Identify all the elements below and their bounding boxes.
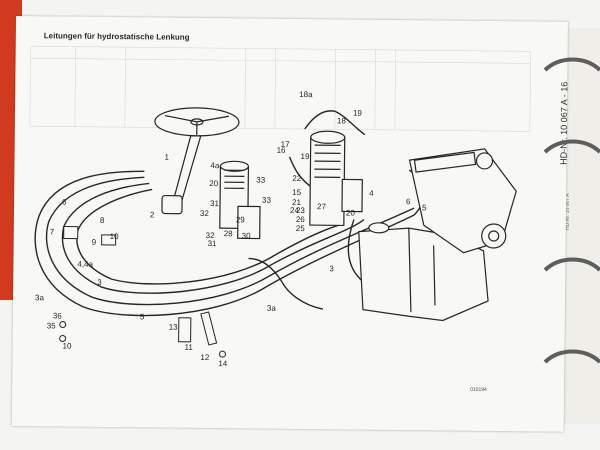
steering-cylinder <box>408 148 517 254</box>
binder-ring <box>543 139 600 154</box>
steering-column <box>154 107 240 215</box>
binder-ring <box>543 257 600 272</box>
binder-ring <box>543 57 600 72</box>
binder-ring <box>543 349 600 364</box>
hydraulic-diagram <box>29 45 531 358</box>
faint-table-grid <box>29 45 531 132</box>
pump-unit-left <box>219 160 261 240</box>
manual-page: Leitungen für hydrostatische Lenkung HD-… <box>11 16 569 432</box>
small-parts <box>59 226 226 358</box>
tank-assembly <box>358 222 489 322</box>
pump-unit-right <box>309 130 363 227</box>
